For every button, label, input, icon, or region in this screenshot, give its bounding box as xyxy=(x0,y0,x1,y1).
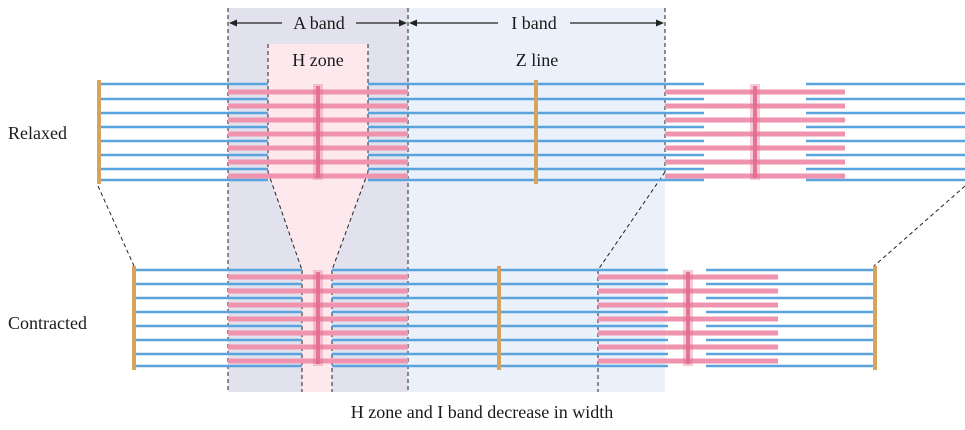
i-band-lower-region xyxy=(408,172,665,392)
h-zone-right-guide-slant xyxy=(331,171,369,271)
contracted-label: Contracted xyxy=(8,313,87,333)
right-z-disc-connector xyxy=(873,185,965,267)
h-zone-label: H zone xyxy=(292,50,343,70)
i-band-arrowhead-left xyxy=(409,19,417,27)
z-disc xyxy=(534,80,538,184)
h-zone-region xyxy=(268,44,368,392)
z-line-label: Z line xyxy=(516,50,559,70)
z-discs xyxy=(97,80,877,370)
z-disc xyxy=(497,266,501,370)
z-disc xyxy=(132,266,136,370)
m-line xyxy=(753,86,757,178)
a-band-label: A band xyxy=(293,13,345,33)
z-disc xyxy=(97,80,101,184)
i-band-label: I band xyxy=(511,13,556,33)
band-arrows xyxy=(229,19,664,27)
caption: H zone and I band decrease in width xyxy=(351,402,613,422)
relaxed-label: Relaxed xyxy=(8,123,67,143)
m-line xyxy=(686,272,690,364)
a-band-arrowhead-right xyxy=(399,19,407,27)
i-band-right-guide-slant xyxy=(597,171,666,271)
z-disc xyxy=(873,266,877,370)
left-z-disc-connector xyxy=(97,185,135,267)
band-regions xyxy=(228,8,665,392)
h-zone-left-guide-slant xyxy=(267,171,303,271)
a-band-arrowhead-left xyxy=(229,19,237,27)
m-lines xyxy=(313,84,760,366)
m-line xyxy=(316,86,320,178)
i-band-arrowhead-right xyxy=(656,19,664,27)
m-line xyxy=(316,272,320,364)
